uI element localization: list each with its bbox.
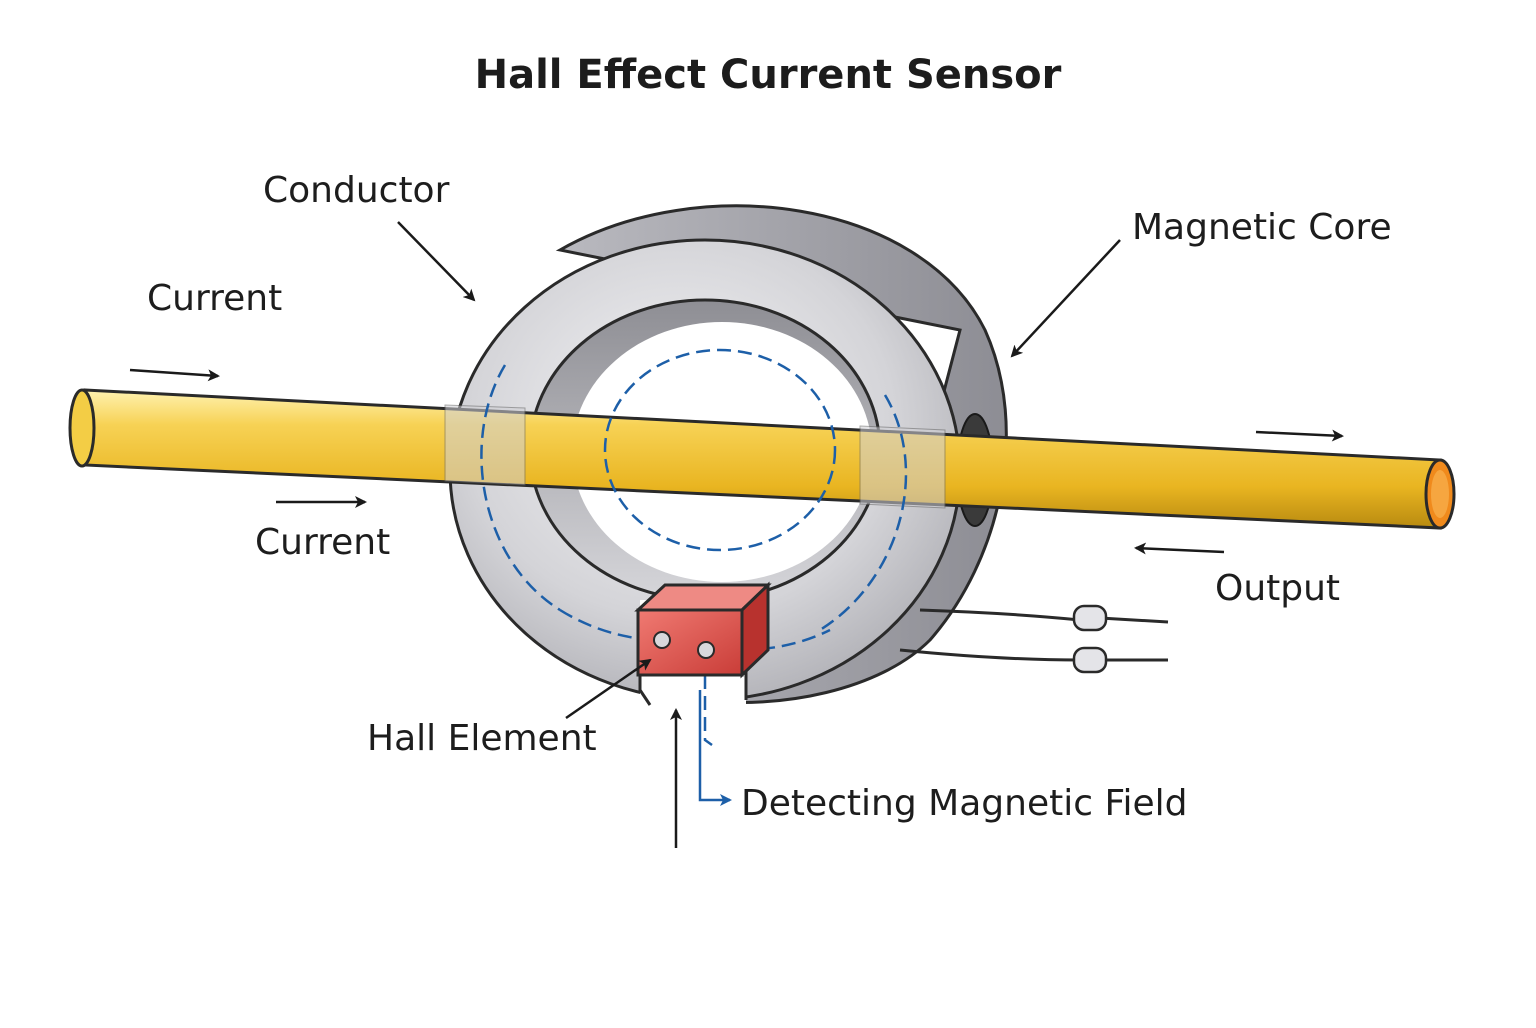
- hall-element-box: [634, 581, 772, 679]
- current-arrow-top: [129, 368, 220, 382]
- label-detecting-field: Detecting Magnetic Field: [741, 783, 1188, 824]
- current-arrow-right: [1255, 429, 1344, 442]
- label-hall-element: Hall Element: [367, 718, 597, 759]
- output-arrow: [1134, 542, 1225, 555]
- core-pointer-arrow: [1010, 239, 1121, 358]
- conductor-rod: [68, 388, 1456, 530]
- output-wires: [899, 608, 1169, 662]
- label-conductor: Conductor: [263, 170, 450, 211]
- diagram-title: Hall Effect Current Sensor: [474, 52, 1062, 98]
- label-current-bottom: Current: [255, 522, 391, 563]
- pointer-arrows: [129, 221, 1344, 848]
- label-current-top: Current: [147, 278, 283, 319]
- label-output: Output: [1215, 568, 1341, 609]
- conductor-pointer-arrow: [397, 221, 476, 302]
- hall-element-pointer-arrow: [565, 658, 652, 720]
- output-terminals: [1072, 604, 1108, 674]
- label-magnetic-core: Magnetic Core: [1132, 207, 1392, 248]
